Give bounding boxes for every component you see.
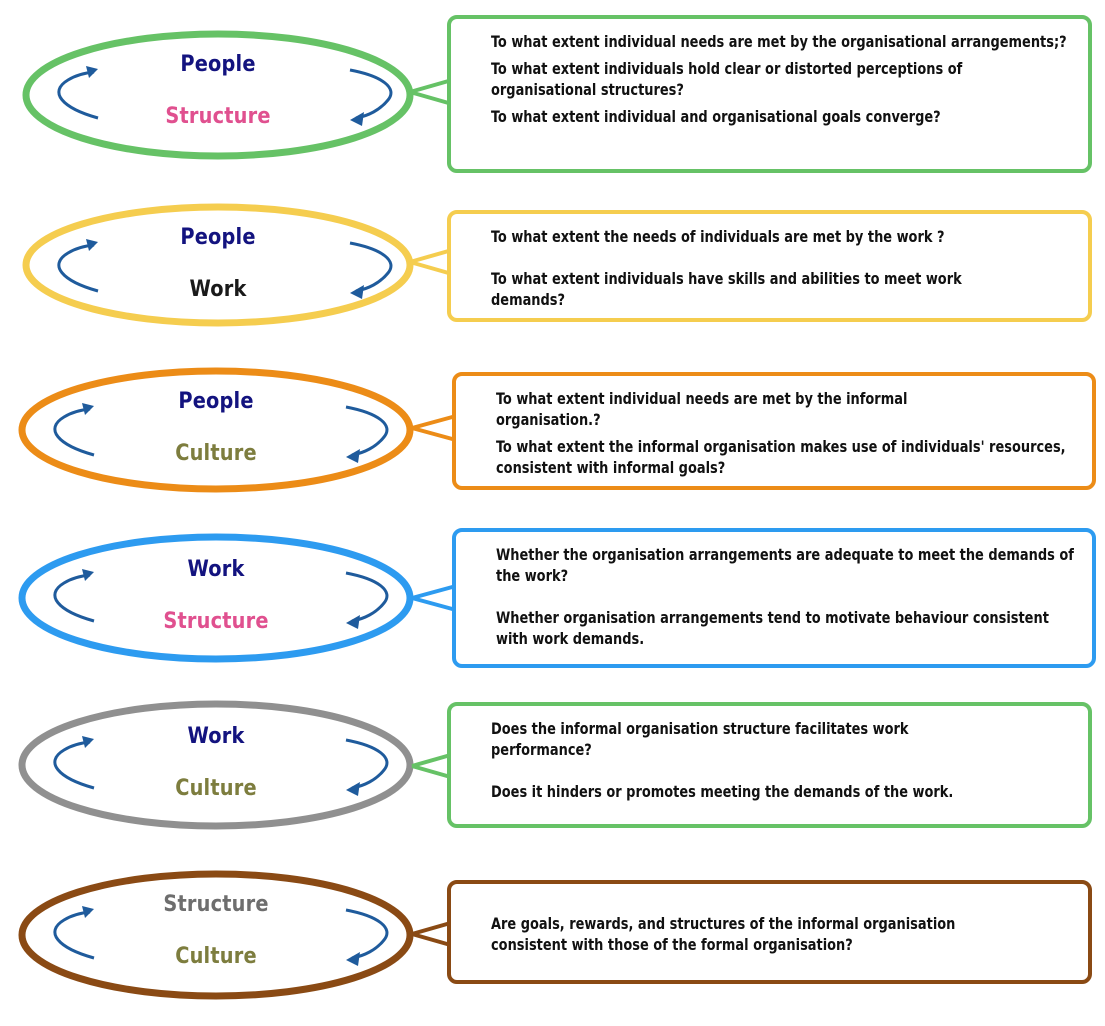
question-box: To what extent individual needs are met … [452, 372, 1096, 490]
callout-pointer [409, 78, 453, 106]
question-text: Does the informal organisation structure… [491, 719, 909, 759]
question-box: Whether the organisation arrangements ar… [452, 528, 1096, 668]
question-text: Does it hinders or promotes meeting the … [491, 782, 954, 801]
relation-ellipse: Work Structure [18, 533, 414, 663]
ellipse-outline [22, 203, 414, 327]
question-box: To what extent the needs of individuals … [447, 210, 1092, 322]
relation-ellipse: Structure Culture [18, 870, 414, 1000]
question-text: To what extent individual needs are met … [491, 32, 1067, 51]
ellipse-bottom-label: Structure [163, 609, 269, 634]
question-text: To what extent individual needs are met … [496, 389, 908, 429]
question-text: Whether the organisation arrangements ar… [496, 545, 1074, 585]
relation-ellipse: People Culture [18, 367, 414, 493]
cycle-arrows-icon [53, 736, 389, 796]
cycle-arrows-icon [53, 906, 389, 966]
question-box: Are goals, rewards, and structures of th… [447, 880, 1092, 984]
ellipse-bottom-label: Culture [175, 776, 257, 801]
ellipse-bottom-label: Work [189, 277, 247, 302]
ellipse-outline [18, 533, 414, 663]
ellipse-bottom-label: Culture [175, 441, 257, 466]
question-box: Does the informal organisation structure… [447, 702, 1092, 828]
ellipse-bottom-label: Culture [175, 944, 257, 969]
callout-pointer [411, 584, 457, 612]
ellipse-bottom-label: Structure [165, 104, 271, 129]
callout-pointer [409, 248, 453, 276]
cycle-arrows-icon [57, 66, 393, 126]
ellipse-outline [18, 870, 414, 1000]
question-text: To what extent individuals have skills a… [491, 269, 962, 309]
question-box: To what extent individual needs are met … [447, 15, 1092, 173]
ellipse-top-label: People [178, 389, 254, 414]
relation-ellipse: People Structure [22, 30, 414, 160]
relation-ellipse: People Work [22, 203, 414, 327]
ellipse-outline [22, 30, 414, 160]
question-text: Are goals, rewards, and structures of th… [491, 914, 956, 954]
ellipse-top-label: Work [187, 557, 245, 582]
cycle-arrows-icon [53, 403, 389, 463]
question-text: To what extent individuals hold clear or… [491, 59, 963, 99]
relation-ellipse: Work Culture [18, 700, 414, 830]
ellipse-top-label: Structure [163, 892, 269, 917]
ellipse-outline [18, 367, 414, 493]
question-text: Whether organisation arrangements tend t… [496, 608, 1049, 648]
question-text: To what extent the needs of individuals … [491, 227, 945, 246]
ellipse-outline [18, 700, 414, 830]
ellipse-top-label: Work [187, 724, 245, 749]
cycle-arrows-icon [57, 239, 393, 299]
ellipse-top-label: People [180, 52, 256, 77]
callout-pointer [411, 414, 457, 442]
question-text: To what extent individual and organisati… [491, 107, 941, 126]
cycle-arrows-icon [53, 569, 389, 629]
question-text: To what extent the informal organisation… [496, 437, 1066, 477]
ellipse-top-label: People [180, 225, 256, 250]
